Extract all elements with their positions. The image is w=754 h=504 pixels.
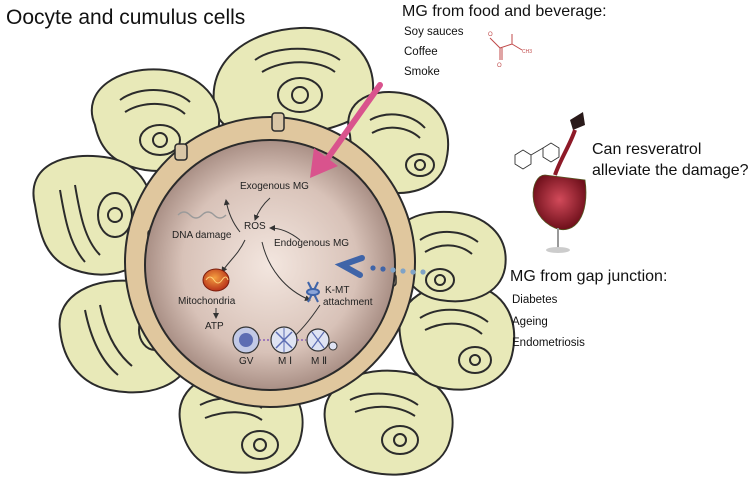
food-item-smoke: Smoke	[404, 66, 440, 78]
wine-glass-icon	[514, 112, 587, 253]
cumulus-cell-right	[392, 210, 507, 303]
label-attachment: attachment	[323, 297, 373, 308]
exogenous-arrowhead	[310, 148, 338, 178]
resveratrol-structure	[514, 142, 560, 170]
label-kmt: K-MT	[325, 285, 350, 296]
food-item-soy: Soy sauces	[404, 26, 464, 38]
label-ros: ROS	[244, 221, 266, 232]
svg-text:O: O	[488, 32, 493, 38]
svg-text:O: O	[497, 63, 502, 69]
food-heading: MG from food and beverage:	[402, 3, 607, 20]
dna-strand	[177, 211, 227, 219]
oocyte-cytoplasm	[144, 139, 396, 391]
svg-text:CH3: CH3	[522, 49, 532, 55]
gap-heading: MG from gap junction:	[510, 268, 668, 285]
gap-item-endometriosis: Endometriosis	[512, 337, 585, 349]
page-title: Oocyte and cumulus cells	[6, 6, 246, 29]
cumulus-cell-top	[212, 26, 375, 137]
label-mitochondria: Mitochondria	[178, 296, 236, 307]
label-mii: M Ⅱ	[311, 356, 328, 367]
gap-junction-chevron	[334, 255, 426, 278]
cumulus-cell-left	[32, 154, 156, 276]
gap-item-ageing: Ageing	[512, 316, 548, 328]
exogenous-arrow	[322, 82, 383, 165]
question-line-1: Can resveratrol	[592, 141, 702, 158]
meiosis-stages	[232, 326, 338, 354]
gap-item-diabetes: Diabetes	[512, 294, 558, 306]
gv-oocyte	[232, 326, 260, 354]
question-line-2: alleviate the damage?	[592, 162, 749, 179]
label-dna-damage: DNA damage	[172, 230, 232, 241]
label-atp: ATP	[205, 321, 224, 332]
kmt-chromosome	[306, 281, 320, 303]
mitochondrion	[202, 268, 230, 292]
mi-oocyte	[270, 326, 298, 354]
cumulus-cell-lower-right	[398, 283, 516, 391]
label-exogenous-mg: Exogenous MG	[240, 181, 309, 192]
pathway-arrows	[213, 197, 321, 341]
label-mi: M Ⅰ	[278, 356, 293, 367]
label-endogenous-mg: Endogenous MG	[274, 238, 350, 249]
mii-oocyte	[306, 328, 338, 352]
methylglyoxal-structure: O O CH3	[488, 32, 532, 69]
label-gv: GV	[239, 356, 254, 367]
food-item-coffee: Coffee	[404, 46, 438, 58]
